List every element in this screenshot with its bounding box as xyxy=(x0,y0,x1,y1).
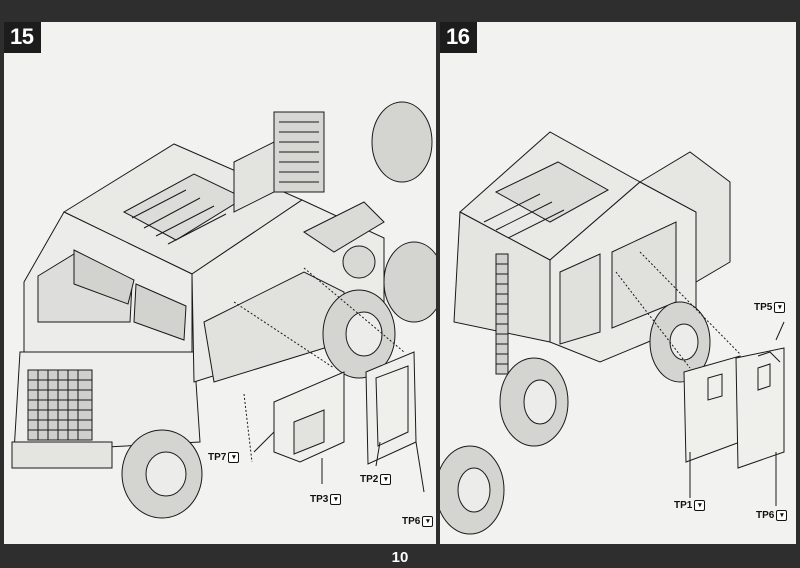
part-label-tp6: TP6 ▾ xyxy=(756,510,788,521)
part-code: TP3 xyxy=(310,494,329,505)
part-code: TP5 xyxy=(754,302,773,313)
glue-icon: ▾ xyxy=(774,302,786,313)
part-label-tp2: TP2 ▾ xyxy=(360,474,392,485)
page-number: 10 xyxy=(391,549,409,566)
glue-icon: ▾ xyxy=(228,452,240,463)
part-label-tp3: TP3 ▾ xyxy=(310,494,342,505)
glue-icon: ▾ xyxy=(776,510,788,521)
step-16-panel: 16 TP5 ▾ TP1 ▾ TP6 ▾ xyxy=(440,22,796,544)
part-code: TP1 xyxy=(674,500,693,511)
step-16-number: 16 xyxy=(440,22,478,53)
glue-icon: ▾ xyxy=(422,516,434,527)
glue-icon: ▾ xyxy=(694,500,706,511)
part-label-tp6: TP6 ▾ xyxy=(402,516,434,527)
part-code: TP6 xyxy=(756,510,775,521)
part-code: TP6 xyxy=(402,516,421,527)
part-code: TP7 xyxy=(208,452,227,463)
step-15-truck-drawing xyxy=(11,101,436,519)
glue-icon: ▾ xyxy=(380,474,392,485)
part-label-tp5: TP5 ▾ xyxy=(754,302,786,313)
step-16-truck-drawing xyxy=(440,131,785,535)
glue-icon: ▾ xyxy=(330,494,342,505)
part-label-tp7: TP7 ▾ xyxy=(208,452,240,463)
step-15-number: 15 xyxy=(4,22,42,53)
part-code: TP2 xyxy=(360,474,379,485)
step-15-panel: 15 TP7 ▾ TP3 ▾ TP2 ▾ TP6 ▾ xyxy=(4,22,436,544)
part-label-tp1: TP1 ▾ xyxy=(674,500,706,511)
